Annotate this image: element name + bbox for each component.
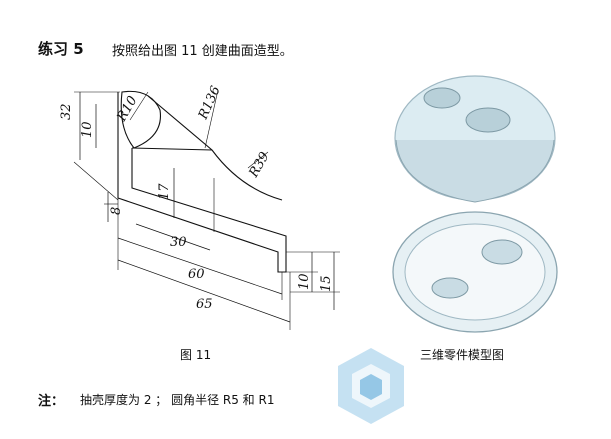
instruction-text: 按照给出图 11 创建曲面造型。	[112, 44, 293, 59]
figure-caption: 图 11	[180, 348, 212, 362]
dim-60: 60	[188, 267, 205, 282]
r10-arc	[120, 90, 162, 149]
r136-curve	[147, 95, 283, 201]
top-edge	[131, 147, 213, 151]
dim-10a: 10	[80, 121, 95, 138]
model-bottom-view	[392, 211, 558, 333]
dim-8: 8	[109, 207, 124, 215]
model-caption: 三维零件模型图	[420, 348, 505, 362]
dim-r39: R39	[246, 150, 273, 181]
dim-32: 32	[59, 103, 74, 120]
dim-10b: 10	[297, 273, 312, 290]
cube-logo-icon	[338, 348, 404, 424]
dim-30: 30	[170, 235, 187, 250]
dim-65: 65	[196, 297, 213, 312]
exercise-label: 练习 5	[38, 40, 84, 58]
note-text: 抽壳厚度为 2 ； 圆角半径 R5 和 R1	[80, 393, 275, 407]
model-top-view	[394, 75, 556, 203]
dim-r136: R136	[196, 84, 224, 123]
dim-15: 15	[319, 275, 334, 292]
model-images	[392, 75, 558, 333]
note-label: 注：	[38, 394, 65, 409]
dim-17: 17	[157, 183, 172, 200]
